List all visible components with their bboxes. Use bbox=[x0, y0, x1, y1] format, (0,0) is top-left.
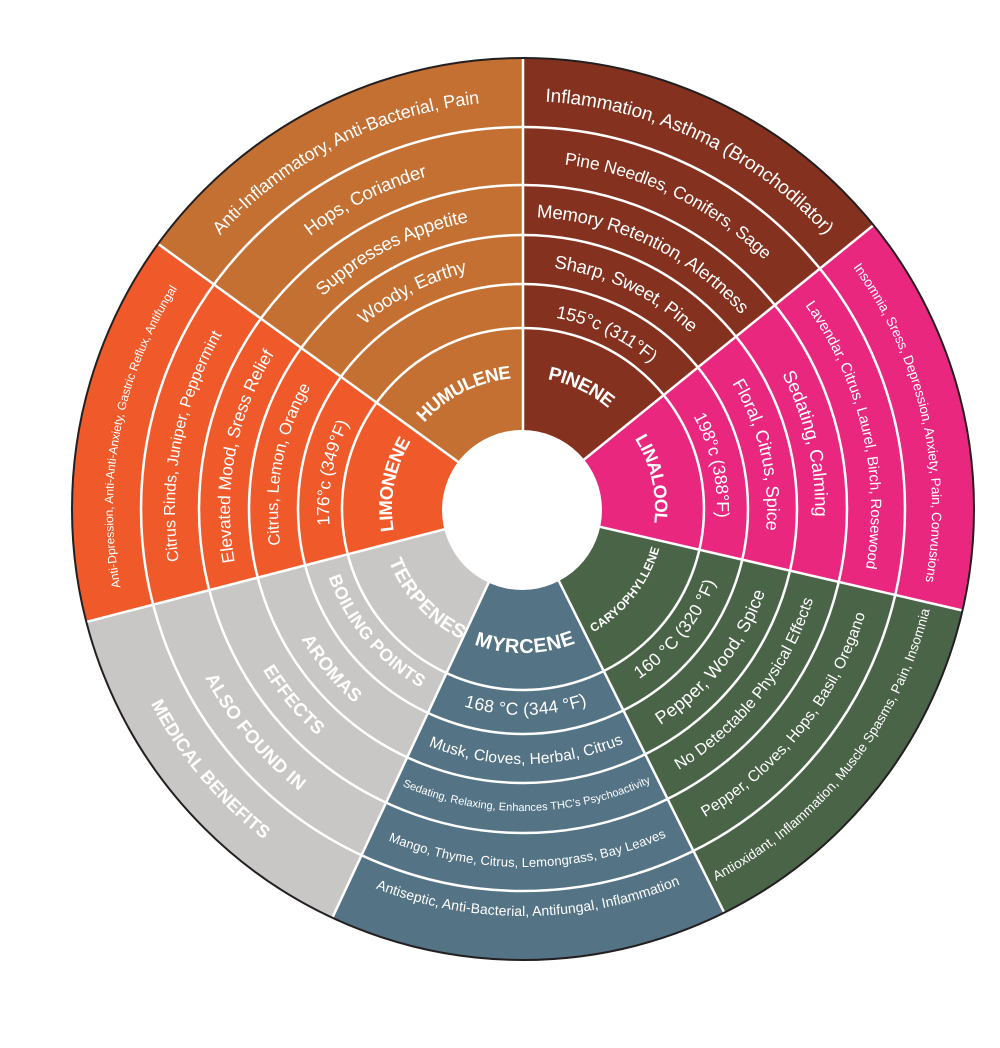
segment-legend-terpenes bbox=[86, 509, 524, 918]
wheel-outline bbox=[71, 57, 975, 961]
segment-caryophyllene bbox=[523, 509, 963, 913]
segment-humulene bbox=[158, 58, 523, 509]
segment-linalool bbox=[523, 225, 975, 611]
center-hole bbox=[442, 430, 602, 590]
segment-pinene bbox=[523, 58, 874, 509]
terpene-wheel: PINENE 155°c (311°F) Sharp, Sweet, Pine … bbox=[71, 56, 975, 961]
segment-limonene bbox=[72, 243, 523, 622]
